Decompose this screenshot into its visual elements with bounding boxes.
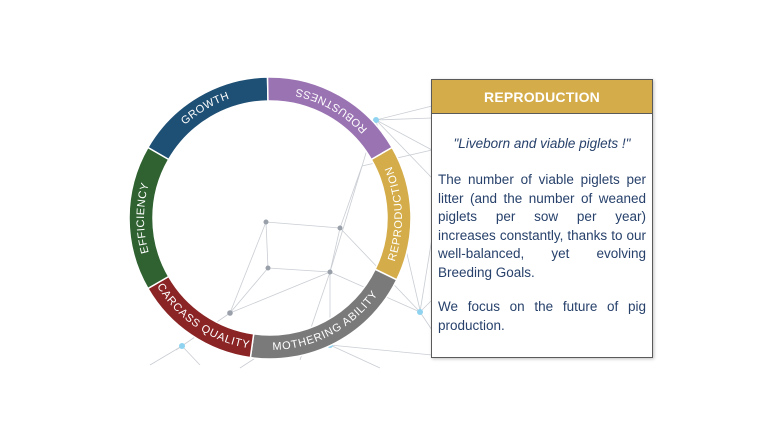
wheel-segment-growth[interactable]: [146, 76, 269, 161]
network-line: [229, 271, 331, 314]
network-line: [267, 267, 331, 273]
reproduction-info-card: REPRODUCTION "Liveborn and viable piglet…: [431, 79, 653, 358]
network-line: [375, 119, 433, 151]
network-line: [339, 165, 363, 229]
network-line: [265, 221, 269, 269]
card-body: The number of viable piglets per litter …: [438, 171, 646, 335]
network-node: [227, 310, 233, 316]
network-line: [375, 105, 433, 121]
network-line: [375, 117, 433, 121]
card-quote: "Liveborn and viable piglets !": [453, 136, 631, 151]
network-node: [265, 265, 271, 271]
card-header: REPRODUCTION: [432, 80, 652, 114]
network-line: [419, 311, 433, 331]
network-node: [373, 117, 379, 123]
network-line: [329, 344, 433, 356]
network-line: [375, 119, 433, 179]
card-title: REPRODUCTION: [484, 88, 600, 105]
wheel-segments: [128, 76, 412, 360]
wheel-segment-mothering-ability[interactable]: [249, 268, 398, 360]
card-paragraph-2: We focus on the future of pig production…: [438, 299, 646, 333]
wheel-segment-robustness[interactable]: [266, 76, 394, 161]
network-node: [179, 343, 185, 349]
network-node: [417, 309, 423, 315]
card-paragraph-1: The number of viable piglets per litter …: [438, 172, 646, 280]
network-line: [229, 267, 269, 314]
network-line: [419, 237, 433, 313]
network-line: [181, 345, 201, 366]
network-line: [265, 221, 341, 229]
wheel-label-efficiency: EFFICIENCY: [135, 181, 152, 255]
network-line: [329, 227, 341, 273]
network-node: [327, 269, 333, 275]
network-node: [263, 219, 269, 225]
network-line: [329, 344, 381, 369]
network-node: [337, 225, 343, 231]
network-line: [149, 345, 183, 366]
wheel-segment-efficiency[interactable]: [128, 146, 170, 290]
network-line: [229, 221, 267, 314]
